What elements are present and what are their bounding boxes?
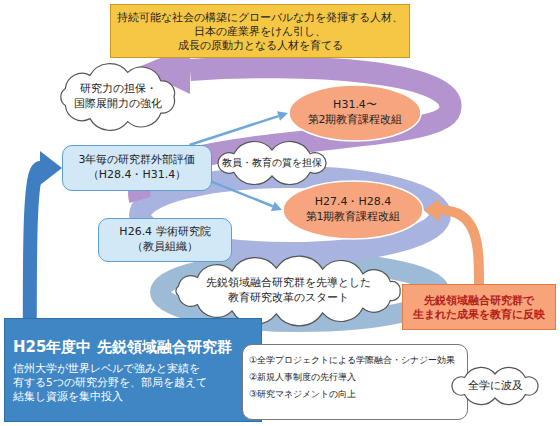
- node-text: ①全学プロジェクトによる学際融合・シナジー効果: [249, 351, 455, 368]
- node-content: 先鋭領域融合研究群を先導とした 教育研究改革のスタート: [170, 262, 406, 320]
- node-text: H25年度中 先鋭領域融合研究群: [13, 337, 232, 357]
- node-content: 先鋭領域融合研究群で 生まれた成果を教育に反映: [403, 285, 555, 329]
- cloud-outline: [61, 64, 175, 131]
- cloud-outline: [218, 142, 326, 185]
- note-cloud: 研究力の担保・ 国際展開力の強化: [56, 66, 180, 128]
- evaluation-box: 3年毎の研究群外部評価 （H28.4・H31.4）: [62, 145, 212, 191]
- node-text: 3年毎の研究群外部評価 （H28.4・H31.4）: [69, 153, 205, 183]
- cloud-outline: [176, 256, 400, 326]
- node-content: 3年毎の研究群外部評価 （H28.4・H31.4）: [63, 146, 211, 190]
- connector-line: [190, 116, 279, 145]
- note-cloud: 先鋭領域融合研究群を先導とした 教育研究改革のスタート: [170, 262, 406, 320]
- arrow-head: [271, 202, 282, 211]
- connector: [30, 151, 62, 318]
- node-text: 持続可能な社会の構築にグローバルな力を発揮する人材、 日本の産業界をけん引し、成…: [117, 10, 403, 53]
- connector: [424, 198, 479, 284]
- node-text: 教員・教育の質を担保: [222, 156, 322, 170]
- node-text: ③研究マネジメントの向上: [249, 385, 356, 402]
- node-content: H26.4 学術研究院 （教員組織）: [99, 219, 231, 261]
- node-text: H27.4・H28.4 第1期教育課程改組: [288, 195, 418, 225]
- node-text: 信州大学が世界レベルで強みと実績を 有する5つの研究分野を、部局を越えて 結集し…: [13, 361, 253, 404]
- arrow-head: [277, 111, 288, 121]
- node-content: 教員・教育の質を担保: [212, 144, 332, 182]
- note-cloud: 教員・教育の質を担保: [212, 144, 332, 182]
- arrow-head: [424, 198, 440, 222]
- feedback-box: 先鋭領域融合研究群で 生まれた成果を教育に反映: [402, 284, 556, 330]
- stage-ellipse: H27.4・H28.4 第1期教育課程改組: [282, 180, 424, 240]
- node-text: H26.4 学術研究院 （教員組織）: [105, 225, 225, 255]
- node-text: 全学に波及: [468, 379, 523, 394]
- node-text: 研究力の担保・ 国際展開力の強化: [62, 82, 174, 112]
- connector: [190, 111, 289, 145]
- node-content: ①全学プロジェクトによる学際融合・シナジー効果②新規人事制度の先行導入③研究マネ…: [243, 345, 467, 419]
- node-content: H25年度中 先鋭領域融合研究群信州大学が世界レベルで強みと実績を 有する5つの…: [5, 319, 261, 421]
- note-cloud: 全学に波及: [446, 368, 544, 404]
- arrow-head: [40, 151, 62, 185]
- ellipse-outline: [283, 181, 423, 239]
- node-content: 全学に波及: [446, 368, 544, 404]
- stage-ellipse: H31.4〜 第2期教育課程改組: [288, 84, 422, 142]
- organization-box: H26.4 学術研究院 （教員組織）: [98, 218, 232, 262]
- goal-box: 持続可能な社会の構築にグローバルな力を発揮する人材、 日本の産業界をけん引し、成…: [110, 4, 410, 58]
- node-content: H31.4〜 第2期教育課程改組: [288, 84, 422, 142]
- connector-line: [30, 168, 40, 318]
- node-text: H31.4〜 第2期教育課程改組: [294, 98, 416, 128]
- connector-line: [212, 182, 273, 206]
- cloud-outline: [452, 367, 538, 404]
- node-content: 持続可能な社会の構築にグローバルな力を発揮する人材、 日本の産業界をけん引し、成…: [111, 5, 409, 57]
- connector: [212, 182, 282, 211]
- ellipse-outline: [289, 85, 421, 141]
- node-text: 先鋭領域融合研究群を先導とした 教育研究改革のスタート: [176, 276, 400, 306]
- node-content: 研究力の担保・ 国際展開力の強化: [56, 66, 180, 128]
- node-text: ②新規人事制度の先行導入: [249, 368, 356, 385]
- effects-list-box: ①全学プロジェクトによる学際融合・シナジー効果②新規人事制度の先行導入③研究マネ…: [242, 344, 468, 420]
- origin-box: H25年度中 先鋭領域融合研究群信州大学が世界レベルで強みと実績を 有する5つの…: [4, 318, 262, 422]
- node-content: H27.4・H28.4 第1期教育課程改組: [282, 180, 424, 240]
- connector-line: [440, 210, 479, 284]
- node-text: 先鋭領域融合研究群で 生まれた成果を教育に反映: [409, 293, 549, 321]
